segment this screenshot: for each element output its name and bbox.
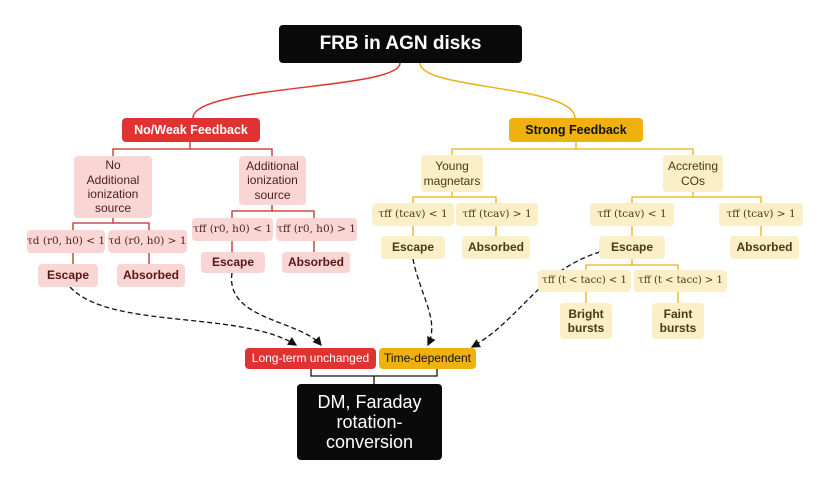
weak-tau-d-lt-1: τd (r0, h0) < 1 [27,230,105,253]
magnetar-absorbed: Absorbed [462,236,530,259]
magnetar-tau-lt-1: τff (tcav) < 1 [372,203,454,226]
weak-absorbed-2: Absorbed [282,252,350,273]
time-dependent-node: Time-dependent [379,348,476,369]
young-magnetars-node: Young magnetars [421,155,483,192]
accreting-cos-node: Accreting COs [663,155,723,192]
weak-escape-2: Escape [201,252,265,273]
no-additional-source-node: No Additional ionization source [74,156,152,218]
co-absorbed: Absorbed [730,236,799,259]
weak-tau-d-gt-1: τd (r0, h0) > 1 [108,230,187,253]
weak-tau-ff-lt-1: τff (r0, h0) < 1 [192,218,273,241]
root-node: FRB in AGN disks [279,25,522,63]
co-tacc-lt-1: τff (t < tacc) < 1 [538,270,631,292]
additional-source-node: Additional ionization source [239,156,306,205]
weak-tau-ff-gt-1: τff (r0, h0) > 1 [276,218,357,241]
bright-bursts-node: Bright bursts [560,303,612,339]
co-tau-gt-1: τff (tcav) > 1 [719,203,803,226]
long-term-unchanged-node: Long-term unchanged [245,348,376,369]
magnetar-tau-gt-1: τff (tcav) > 1 [456,203,538,226]
co-tau-lt-1: τff (tcav) < 1 [590,203,674,226]
weak-absorbed-1: Absorbed [117,264,185,287]
faint-bursts-node: Faint bursts [652,303,704,339]
weak-escape-1: Escape [38,264,98,287]
magnetar-escape: Escape [381,236,445,259]
co-escape: Escape [599,236,665,259]
dm-faraday-node: DM, Faraday rotation-conversion [297,384,442,460]
co-tacc-gt-1: τff (t < tacc) > 1 [634,270,727,292]
weak-feedback-node: No/Weak Feedback [122,118,260,142]
strong-feedback-node: Strong Feedback [509,118,643,142]
